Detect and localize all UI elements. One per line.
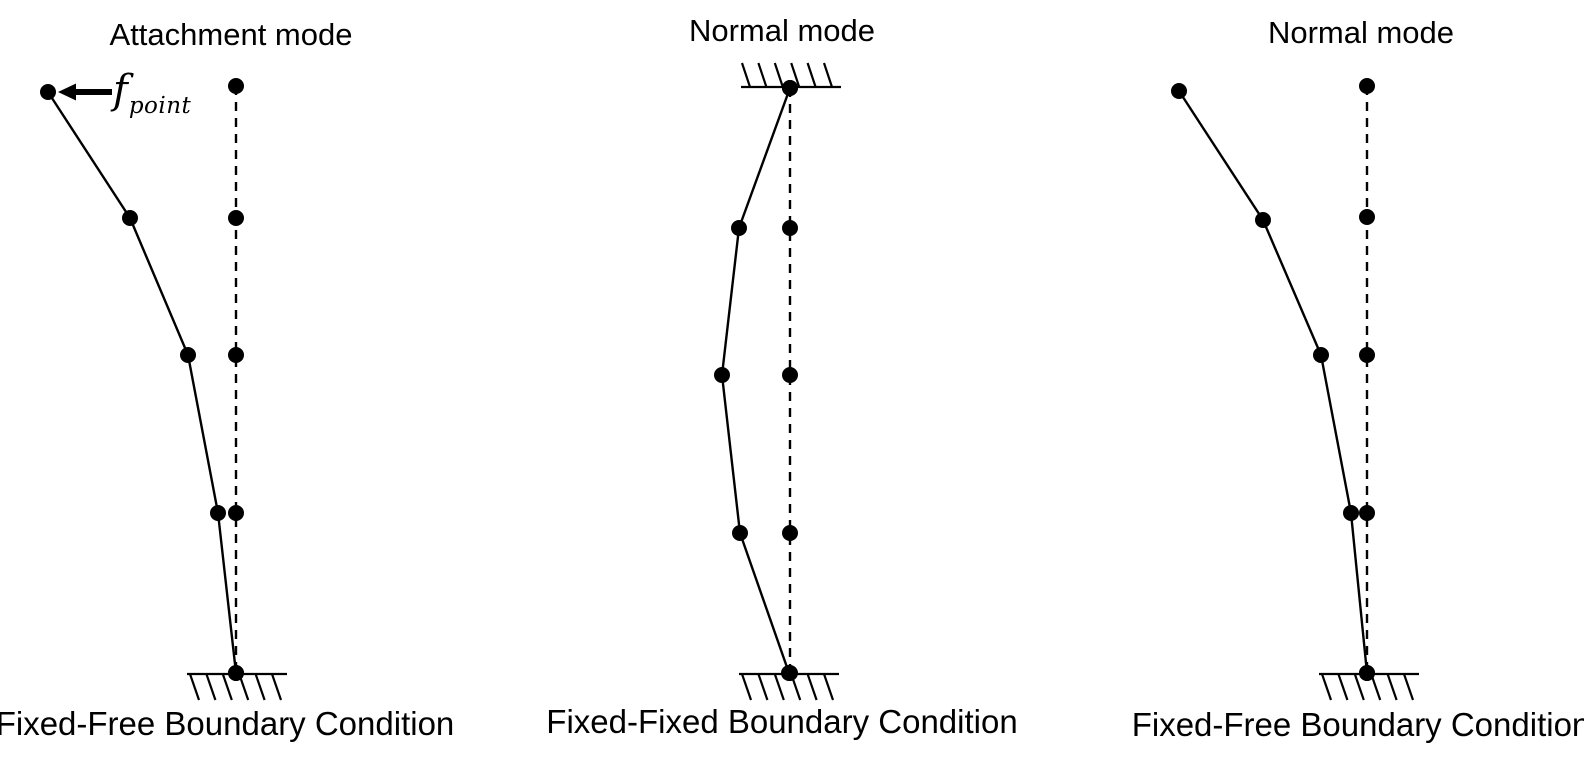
force-arrowhead xyxy=(58,83,76,101)
hatch-stroke xyxy=(757,62,768,88)
deformed-node-dot xyxy=(122,210,138,226)
hatch-stroke xyxy=(1386,673,1398,701)
force-subscript: point xyxy=(128,93,192,119)
undeformed-node-dot xyxy=(228,505,244,521)
undeformed-node-dot xyxy=(1359,347,1375,363)
deformed-shape xyxy=(1177,90,1369,674)
hatch-stroke xyxy=(221,673,233,701)
figure-group xyxy=(40,78,287,701)
force-symbol: f xyxy=(113,67,128,113)
deformed-node-dot xyxy=(40,84,56,100)
hatch-stroke xyxy=(1402,673,1415,701)
undeformed-node-dot xyxy=(228,78,244,94)
deformed-node-dot xyxy=(1343,505,1359,521)
hatch-stroke xyxy=(740,673,753,701)
deformed-node-dot xyxy=(732,525,748,541)
boundary-condition-label-center: Fixed-Fixed Boundary Condition xyxy=(546,703,1018,740)
hatch-stroke xyxy=(254,673,266,701)
hatch-stroke xyxy=(773,673,785,701)
deformed-node-dot xyxy=(1255,212,1271,228)
hatch-stroke xyxy=(1337,673,1349,701)
deformed-shape xyxy=(46,91,238,674)
undeformed-node-dot xyxy=(1359,209,1375,225)
hatch-stroke xyxy=(270,673,283,701)
undeformed-node-dot xyxy=(782,525,798,541)
force-arrow xyxy=(58,83,112,101)
boundary-condition-label-right: Fixed-Free Boundary Condition xyxy=(1131,706,1584,743)
undeformed-node-dot xyxy=(228,210,244,226)
deformed-node-dot xyxy=(180,347,196,363)
panel-title-attachment-mode: Attachment mode xyxy=(109,17,353,52)
hatch-stroke xyxy=(773,62,784,88)
undeformed-node-dot xyxy=(782,367,798,383)
deformed-shape xyxy=(720,87,792,674)
undeformed-node-dot xyxy=(228,347,244,363)
deformed-node-dot xyxy=(1171,83,1187,99)
hatch-stroke xyxy=(188,673,201,701)
hatch-stroke xyxy=(757,673,769,701)
deformed-node-dot xyxy=(228,665,244,681)
hatch-stroke xyxy=(1320,673,1333,701)
figure-group xyxy=(1171,78,1419,701)
deformed-node-dot xyxy=(1313,347,1329,363)
hatch-stroke xyxy=(822,62,834,88)
panel-title-normal-mode-center: Normal mode xyxy=(688,13,876,48)
deformed-node-dot xyxy=(210,505,226,521)
force-label: fpoint xyxy=(113,67,191,118)
hatch-stroke xyxy=(806,62,817,88)
panel-title-normal-mode-right: Normal mode xyxy=(1267,15,1455,50)
hatch-stroke xyxy=(205,673,217,701)
hatch-stroke xyxy=(790,62,801,88)
deformed-node-dot xyxy=(781,665,797,681)
hatch-stroke xyxy=(1353,673,1365,701)
figure-group xyxy=(714,62,841,701)
hatch-stroke xyxy=(806,673,818,701)
deformed-node-dot xyxy=(731,220,747,236)
deformed-node-dot xyxy=(1359,665,1375,681)
hatch-stroke xyxy=(822,673,835,701)
deformed-node-dot xyxy=(714,367,730,383)
undeformed-node-dot xyxy=(1359,505,1375,521)
deformed-node-dot xyxy=(782,80,798,96)
undeformed-node-dot xyxy=(1359,78,1375,94)
boundary-condition-label-left: Fixed-Free Boundary Condition xyxy=(0,705,455,742)
undeformed-node-dot xyxy=(782,220,798,236)
hatch-stroke xyxy=(740,62,752,88)
